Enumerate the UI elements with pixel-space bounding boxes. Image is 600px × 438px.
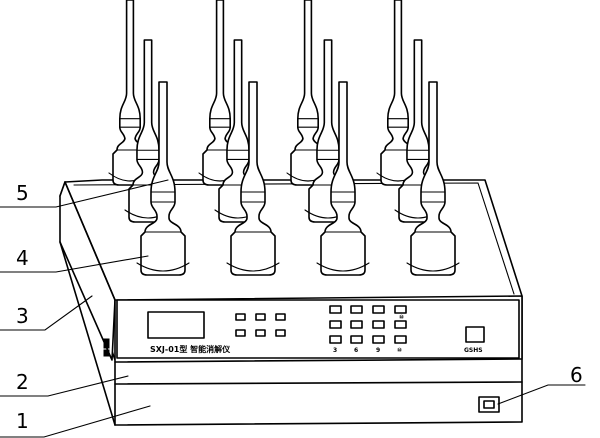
callout-1: 1 — [16, 409, 29, 433]
key-label: 3 — [333, 347, 337, 354]
key-label: ⑩ — [397, 347, 402, 354]
keypad: 3 6 9 ⑩ ⑩ — [329, 305, 407, 354]
callout-2: 2 — [16, 370, 29, 394]
callout-4: 4 — [16, 246, 29, 270]
control-panel: 3 6 9 ⑩ ⑩ GSHS SXJ-01型 智能消解仪 — [116, 299, 520, 359]
callout-6: 6 — [570, 363, 583, 387]
digestion-tube — [136, 81, 190, 276]
key-label: 6 — [354, 347, 358, 354]
digestion-tube — [406, 81, 460, 276]
function-buttons — [235, 313, 286, 337]
model-label: SXJ-01型 智能消解仪 — [150, 344, 231, 354]
leader-lines — [0, 179, 586, 438]
callout-5: 5 — [16, 181, 29, 205]
digestion-tube — [226, 81, 280, 276]
switch-6[interactable] — [483, 400, 495, 409]
digestion-tube — [316, 81, 370, 276]
indicator-label: GSHS — [464, 347, 483, 354]
key-label: ⑩ — [399, 314, 404, 321]
key-label: 9 — [376, 347, 380, 354]
indicator-box — [465, 326, 485, 343]
callout-labels: 5 4 3 2 1 6 — [16, 181, 583, 433]
display-window — [147, 311, 205, 339]
digestion-tubes — [108, 0, 460, 276]
side-vent — [103, 338, 110, 357]
front-strips — [59, 241, 523, 426]
callout-3: 3 — [16, 304, 29, 328]
